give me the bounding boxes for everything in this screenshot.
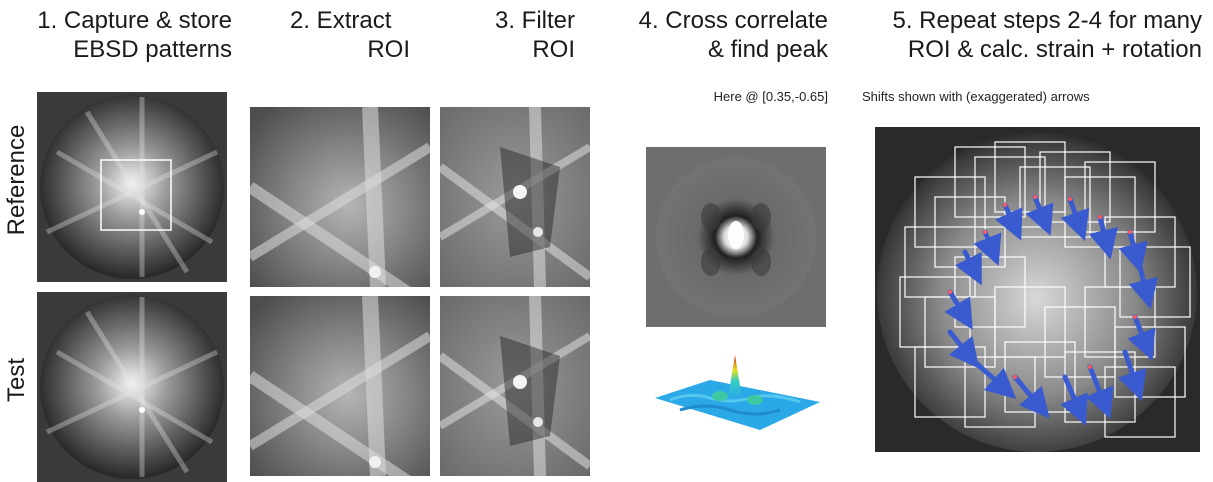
- reference-filtered-roi: [440, 107, 590, 287]
- shift-arrows: [944, 194, 1158, 426]
- test-pattern-image: [37, 292, 227, 482]
- step-5-line2: ROI & calc. strain + rotation: [907, 36, 1202, 63]
- test-roi: [250, 296, 430, 476]
- step-1-line2: EBSD patterns: [73, 36, 232, 63]
- step-3-title: 3. Filter ROI: [430, 6, 575, 64]
- step-2-line1: 2. Extract: [290, 7, 392, 34]
- step-4-title: 4. Cross correlate & find peak: [600, 6, 828, 64]
- step-5-line1: 5. Repeat steps 2-4 for many: [892, 7, 1203, 34]
- step-4-line2: & find peak: [707, 36, 828, 63]
- cross-correlation-image: [646, 147, 826, 327]
- arrows-note: Shifts shown with (exaggerated) arrows: [862, 89, 1090, 104]
- step-5-title: 5. Repeat steps 2-4 for many ROI & calc.…: [850, 6, 1203, 64]
- step-2-title: 2. Extract ROI: [250, 6, 410, 64]
- test-filtered-roi: [440, 296, 590, 476]
- test-pattern: [37, 292, 227, 482]
- correlation-surface-plot: [650, 350, 825, 440]
- test-filtered-roi-image: [440, 296, 590, 476]
- step-3-line1: 3. Filter: [494, 7, 575, 34]
- step-2-line2: ROI: [367, 36, 410, 63]
- cross-correlation-map: [646, 147, 826, 327]
- test-roi-image: [250, 296, 430, 476]
- step-1-line1: 1. Capture & store: [37, 7, 232, 34]
- reference-filtered-roi-image: [440, 107, 590, 287]
- reference-roi: [250, 107, 430, 287]
- row-label-reference: Reference: [3, 124, 30, 236]
- step-4-line1: 4. Cross correlate: [638, 7, 828, 34]
- row-label-test: Test: [3, 358, 30, 403]
- multi-roi-pattern: [875, 127, 1200, 452]
- correlation-surface-image: [655, 355, 820, 430]
- peak-location-note: Here @ [0.35,-0.65]: [713, 89, 828, 104]
- multi-roi-image: [875, 127, 1200, 452]
- step-3-line2: ROI: [532, 36, 575, 63]
- reference-roi-image: [250, 107, 430, 287]
- step-1-title: 1. Capture & store EBSD patterns: [0, 6, 232, 64]
- reference-pattern: [37, 92, 227, 282]
- roi-box: [100, 159, 172, 231]
- reference-pattern-image: [37, 92, 227, 282]
